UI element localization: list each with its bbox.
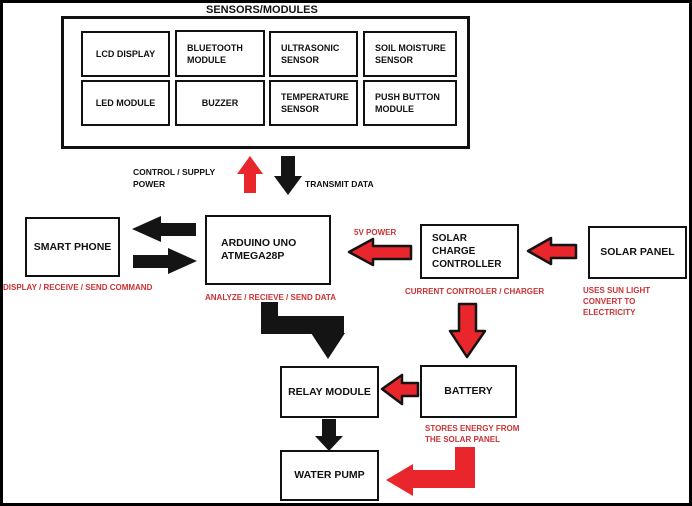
node-temperature-sensor: TEMPERATURE SENSOR [269, 80, 358, 126]
node-battery: BATTERY [420, 365, 517, 418]
node-solar-panel: SOLAR PANEL [588, 226, 687, 279]
arrow-controller-to-battery [448, 302, 487, 359]
node-water-pump: WATER PUMP [280, 450, 379, 501]
node-bluetooth-module: BLUETOOTH MODULE [175, 30, 265, 77]
arrow-up-control-supply-power [237, 156, 263, 193]
arrow-arduino-to-relay-head [311, 333, 345, 359]
node-relay-module: RELAY MODULE [280, 366, 379, 418]
arrow-solar-panel-to-controller [526, 236, 578, 266]
arrow-arduino-to-relay-shaft-v [261, 302, 278, 334]
node-smart-phone: SMART PHONE [25, 217, 120, 277]
caption-smart-phone: DISPLAY / RECEIVE / SEND COMMAND [3, 283, 153, 292]
node-led-module: LED MODULE [81, 80, 170, 126]
arrow-arduino-to-relay-shaft-h [261, 316, 344, 334]
caption-arduino: ANALYZE / RECIEVE / SEND DATA [205, 293, 336, 302]
diagram-title: SENSORS/MODULES [206, 4, 318, 16]
arrow-arduino-to-relay [261, 302, 345, 359]
caption-solar-panel: USES SUN LIGHT CONVERT TO ELECTRICITY [583, 286, 651, 317]
label-5v-power: 5V POWER [354, 228, 397, 237]
arrow-relay-to-waterpump [315, 419, 343, 451]
node-soil-moisture-sensor: SOIL MOISTURE SENSOR [363, 31, 457, 77]
node-buzzer: BUZZER [175, 80, 265, 126]
node-arduino-uno: ARDUINO UNO ATMEGA28P [205, 215, 331, 285]
arrow-arduino-to-smartphone [132, 216, 196, 242]
arrow-battery-to-waterpump-head [386, 464, 413, 496]
arrow-battery-to-waterpump-shaft-h [410, 470, 475, 488]
node-ultrasonic-sensor: ULTRASONIC SENSOR [269, 31, 358, 77]
caption-solar-charge-controller: CURRENT CONTROLER / CHARGER [405, 287, 545, 296]
node-solar-charge-controller: SOLAR CHARGE CONTROLLER [420, 224, 519, 279]
arrow-battery-to-waterpump-shaft-v [455, 447, 475, 474]
label-transmit-data: TRANSMIT DATA [305, 179, 374, 189]
node-push-button-module: PUSH BUTTON MODULE [363, 80, 457, 126]
arrow-smartphone-to-arduino [133, 248, 197, 274]
arrow-battery-to-relay [380, 373, 420, 406]
caption-battery: STORES ENERGY FROM THE SOLAR PANEL [425, 424, 520, 444]
arrow-battery-to-waterpump [386, 447, 475, 496]
node-lcd-display: LCD DISPLAY [81, 31, 170, 77]
arrow-down-transmit-data [274, 156, 302, 195]
arrow-5v-power-to-arduino [347, 237, 413, 267]
label-control-supply-power: CONTROL / SUPPLY POWER [133, 167, 216, 189]
